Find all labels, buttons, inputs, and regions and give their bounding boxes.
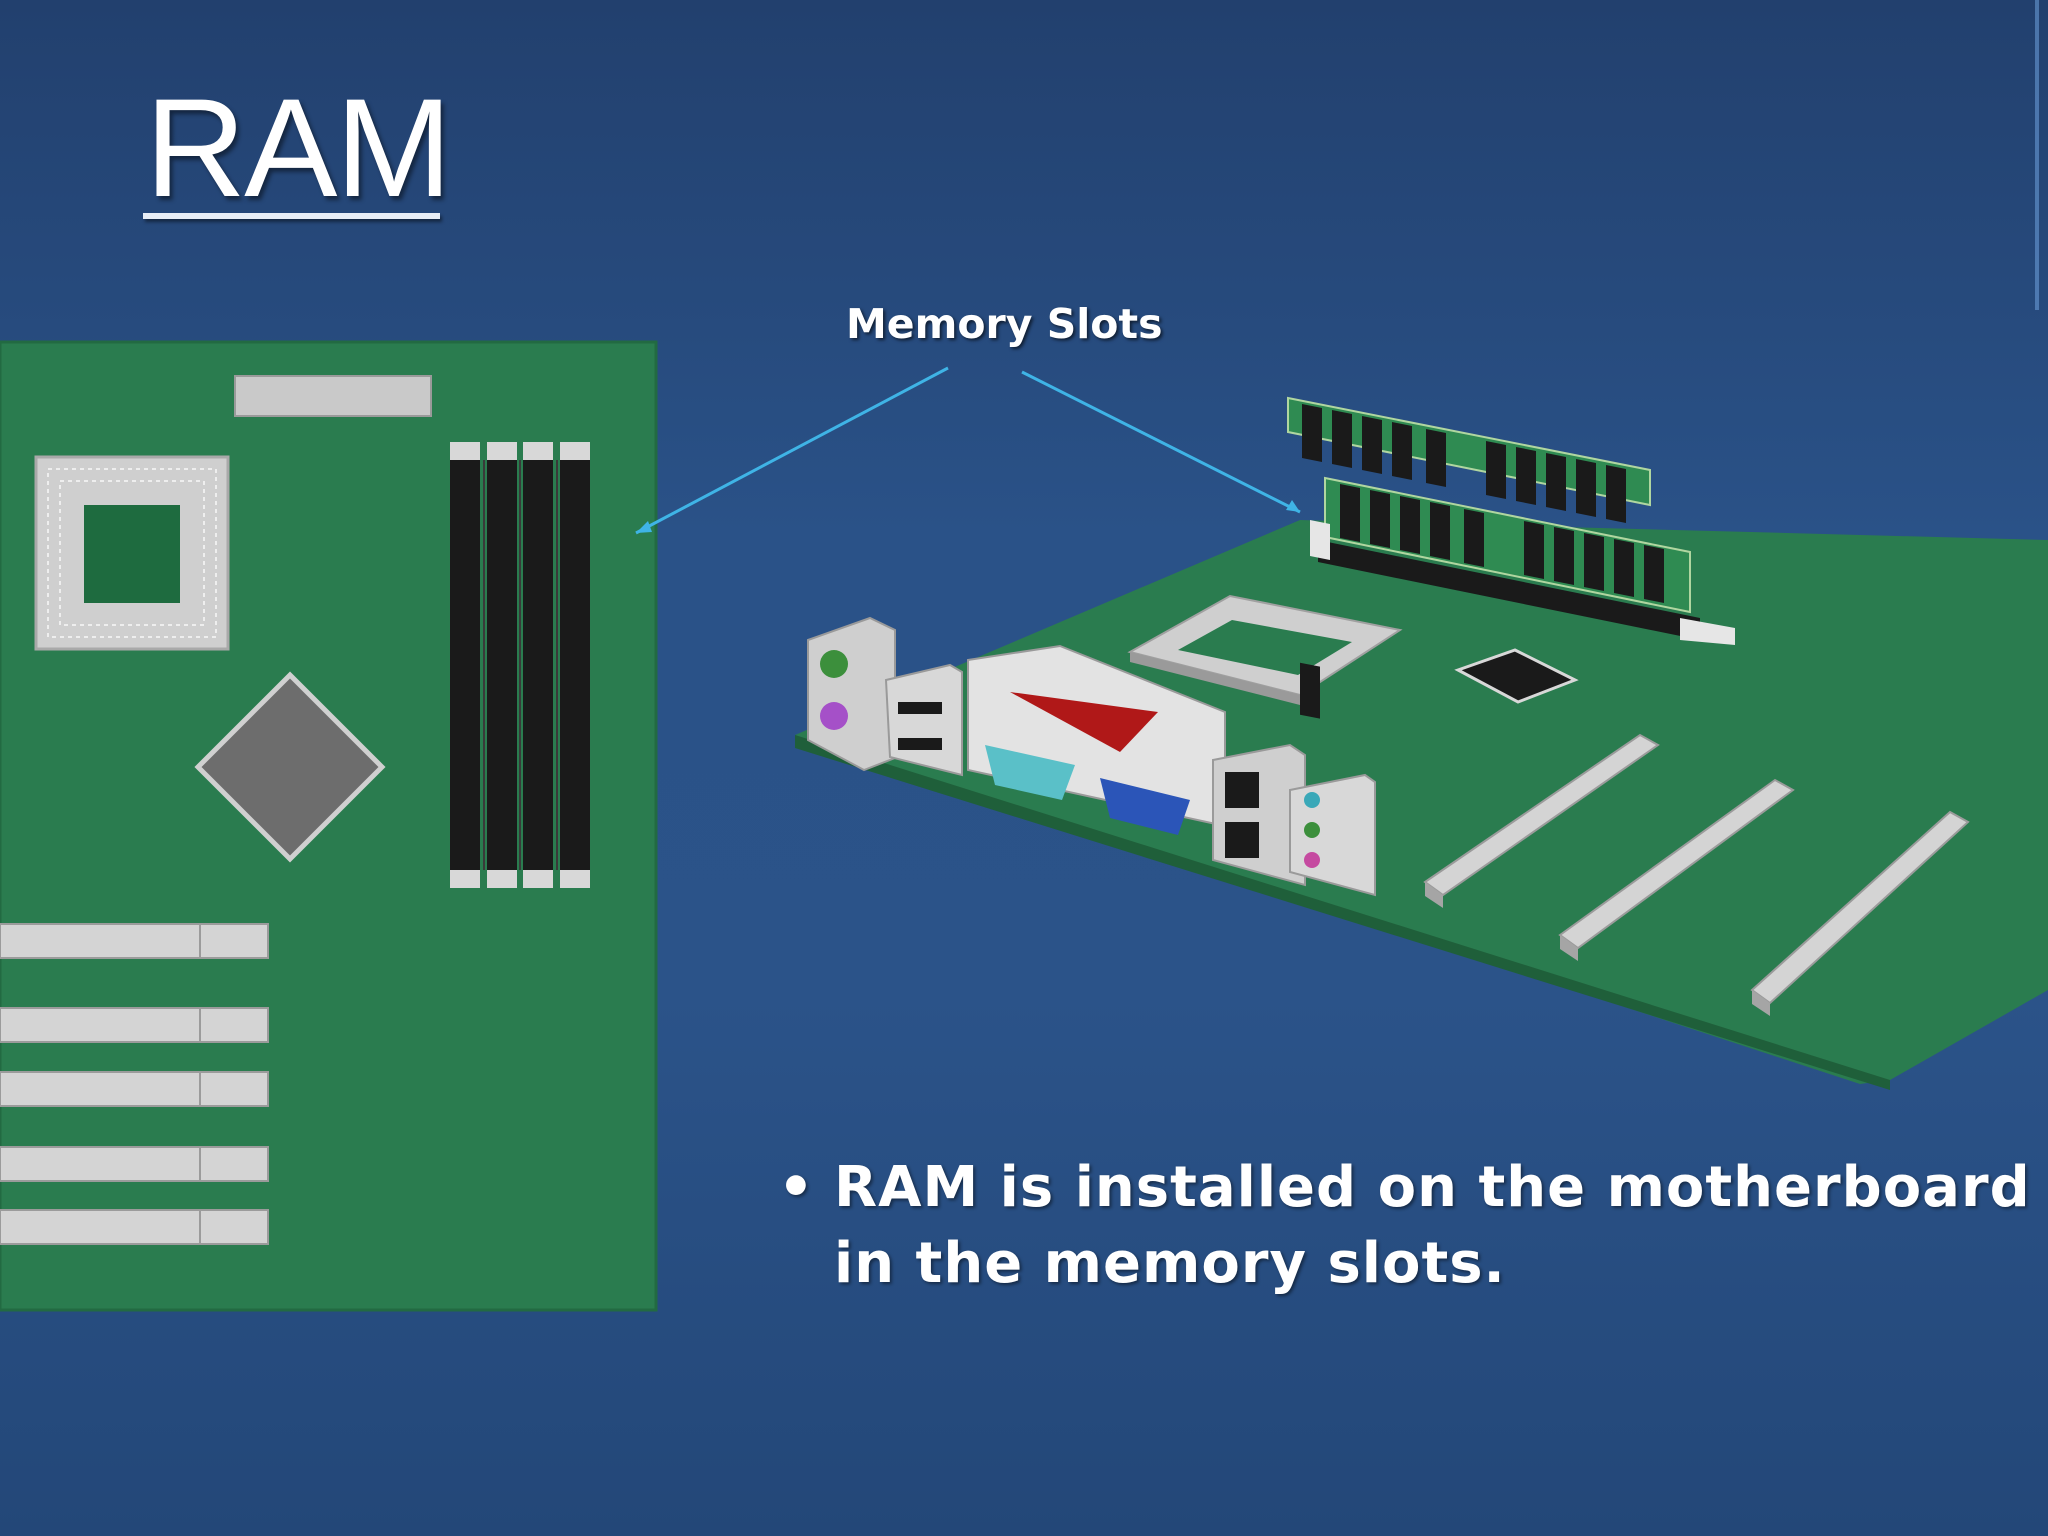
expansion-slots-2d [0, 923, 269, 1245]
motherboard-2d-diagram [0, 340, 658, 1312]
ram-slot-base [1310, 520, 1735, 645]
ram-chips-top [1302, 404, 1626, 523]
chipset [194, 671, 386, 863]
bullet-symbol: • [778, 1155, 815, 1220]
io-header [234, 375, 432, 417]
cpu-socket-3d [1127, 594, 1403, 705]
memory-slots-2d [450, 442, 590, 888]
bullet-text: RAM is installed on the motherboard in t… [834, 1155, 2031, 1296]
callout-arrow [635, 366, 1301, 535]
ram-chips-bottom [1340, 484, 1664, 603]
cpu-socket [34, 455, 230, 651]
memory-slots-callout-label: Memory Slots [846, 300, 1163, 348]
title-underline [143, 213, 440, 219]
slide-title: RAM [145, 69, 452, 226]
motherboard-3d-illustration [795, 396, 2048, 1090]
expansion-slots-3d [1423, 733, 1970, 1016]
edge-divider [2035, 0, 2039, 310]
rear-io-panel [807, 616, 1376, 897]
chip-3d [1454, 648, 1579, 704]
ram-chips [1300, 662, 1320, 719]
